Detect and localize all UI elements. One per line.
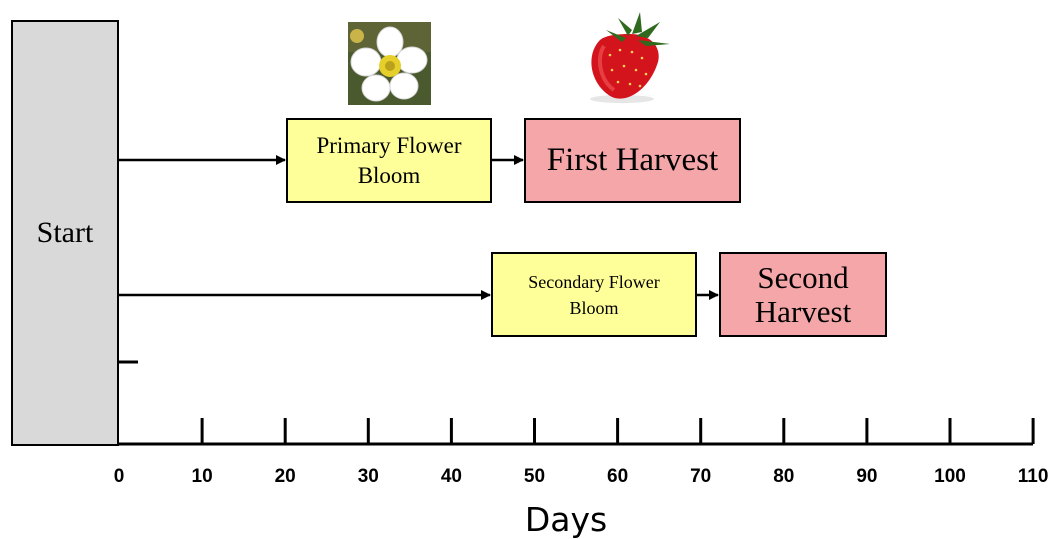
secondary-flower-bloom-box: Secondary Flower Bloom bbox=[491, 252, 697, 337]
tick-label-30: 30 bbox=[357, 466, 379, 487]
tick-label-40: 40 bbox=[440, 466, 462, 487]
strawberry-icon bbox=[590, 12, 670, 103]
secondary-bloom-line2: Bloom bbox=[569, 297, 619, 318]
primary-flower-bloom-box: Primary Flower Bloom bbox=[286, 118, 492, 203]
first-harvest-label: First Harvest bbox=[546, 142, 719, 178]
strawberry-flower-icon bbox=[348, 22, 431, 105]
secondary-bloom-line1: Secondary Flower bbox=[528, 271, 660, 292]
tick-label-0: 0 bbox=[113, 466, 125, 487]
second-harvest-line1: Second bbox=[757, 259, 849, 295]
tick-label-70: 70 bbox=[690, 466, 712, 487]
primary-bloom-line2: Bloom bbox=[357, 162, 421, 188]
tick-label-110: 110 bbox=[1017, 466, 1049, 487]
second-harvest-line2: Harvest bbox=[754, 293, 852, 329]
tick-label-20: 20 bbox=[274, 466, 296, 487]
start-block: Start bbox=[11, 20, 119, 446]
tick-label-50: 50 bbox=[523, 466, 546, 487]
start-label: Start bbox=[36, 216, 94, 249]
tick-label-60: 60 bbox=[607, 466, 629, 487]
x-axis-title: Days bbox=[524, 500, 608, 539]
first-harvest-box: First Harvest bbox=[524, 118, 741, 203]
tick-label-80: 80 bbox=[773, 466, 795, 487]
primary-bloom-line1: Primary Flower bbox=[316, 132, 462, 158]
tick-label-10: 10 bbox=[191, 466, 213, 487]
axis-ticks bbox=[200, 418, 1035, 444]
second-harvest-box: Second Harvest bbox=[719, 252, 887, 337]
tick-label-90: 90 bbox=[856, 466, 878, 487]
tick-label-100: 100 bbox=[934, 466, 966, 487]
